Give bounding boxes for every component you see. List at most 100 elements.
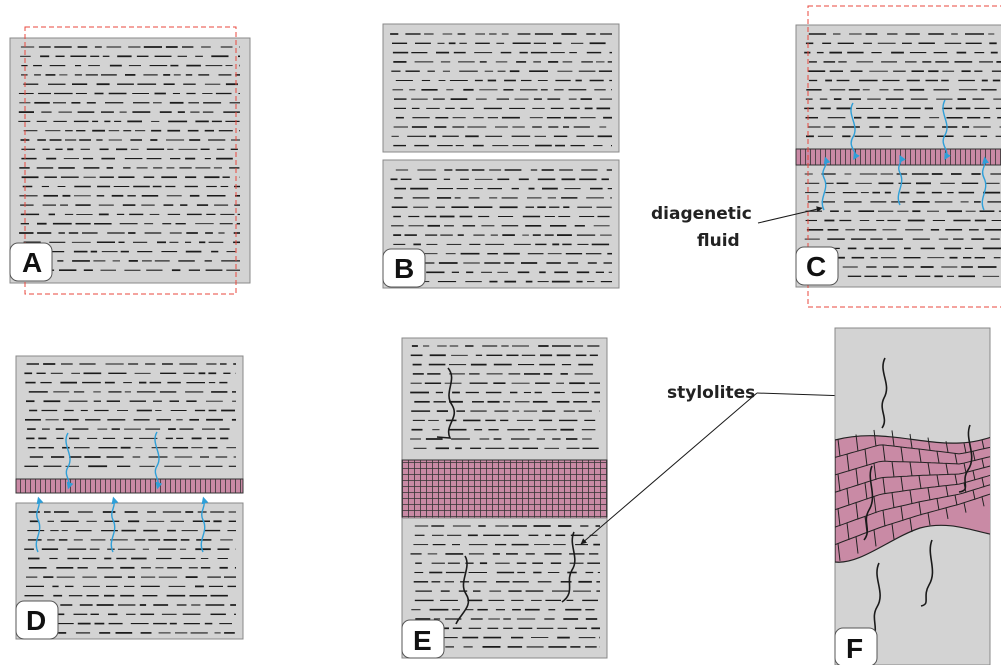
brick-joint [909, 433, 913, 449]
brick-joint [909, 517, 913, 533]
brick-joint [882, 510, 886, 527]
brick-joint [900, 446, 904, 462]
stylolite [871, 562, 881, 641]
brick-joint [972, 470, 976, 481]
stylolite [920, 539, 934, 607]
brick-joint [891, 492, 895, 509]
brick-joint [846, 454, 850, 472]
brick-row-line [835, 484, 990, 528]
panel-d: D [15, 355, 244, 640]
brick-pattern [835, 429, 993, 561]
brick-joint [900, 476, 904, 492]
brick-joint [945, 463, 949, 475]
dashed-outline [24, 26, 237, 295]
brick-joint [945, 507, 949, 519]
bedding-lines [804, 33, 1001, 138]
brick-joint [991, 447, 993, 456]
brick-joint [918, 501, 922, 516]
diagenetic-fluid-annotation: diagenetic fluid [651, 204, 823, 251]
rock-block-upper [401, 337, 608, 461]
stylolites [436, 367, 576, 625]
brick-joint [981, 496, 985, 507]
fluid-arrow [65, 432, 74, 490]
brick-joint [909, 489, 913, 505]
panel-label-d: D [15, 600, 59, 640]
brick-joint [918, 475, 922, 489]
fluid-arrows [35, 431, 209, 553]
brick-joint [927, 462, 931, 476]
fluid-arrow [35, 496, 44, 553]
brick-joint [846, 488, 850, 506]
stylolites [863, 357, 973, 641]
brick-joint [972, 450, 976, 461]
brick-row-line [835, 456, 990, 476]
brick-joint [855, 434, 859, 452]
brick-joint [991, 466, 993, 475]
cement-layer [15, 478, 244, 494]
brick-joint [855, 502, 859, 520]
bedding-lines [390, 169, 612, 283]
fluid-arrows [821, 99, 990, 211]
brick-joint [891, 523, 895, 540]
brick-joint [963, 462, 967, 473]
panel-letter: D [26, 605, 46, 636]
stylolite [436, 367, 456, 439]
stylolite [561, 531, 576, 603]
brick-joint [954, 453, 958, 464]
fluid-arrow [897, 154, 906, 206]
panel-b: B [382, 23, 620, 289]
brick-joint [927, 512, 931, 526]
panel-letter: A [22, 247, 42, 278]
annotation-arrow [580, 392, 758, 545]
brick-joint [855, 536, 859, 554]
brick-joint [945, 485, 949, 497]
brick-joint [981, 458, 985, 469]
brick-joint [837, 508, 841, 527]
fluid-arrow [821, 156, 831, 211]
annotation-text: fluid [697, 231, 740, 251]
brick-joint [954, 474, 958, 485]
fluid-arrow [942, 99, 951, 161]
stylolite [863, 465, 874, 541]
panel-letter: F [846, 633, 863, 664]
brick-joint [927, 487, 931, 501]
brick-joint [846, 522, 850, 541]
fluid-arrow [850, 102, 860, 161]
brick-joint [864, 482, 868, 500]
cement-layer [401, 459, 608, 519]
stylolites-annotation: stylolites [580, 383, 879, 545]
brick-joint [963, 443, 967, 454]
bedding-lines [410, 525, 600, 648]
fluid-arrow [981, 156, 990, 211]
brick-joint [936, 451, 940, 464]
brick-joint [891, 461, 895, 478]
brick-joint [873, 429, 877, 447]
stylolite [455, 555, 470, 625]
panel-letter: E [413, 625, 432, 656]
brick-row-line [835, 493, 990, 546]
brick-joint [882, 477, 886, 494]
brick-joint [991, 485, 993, 494]
brick-joint [837, 439, 841, 457]
fluid-arrow [154, 431, 163, 490]
brick-joint [864, 448, 868, 466]
panel-f: F [834, 327, 993, 665]
rock-block-upper [382, 23, 620, 153]
panel-label-f: F [834, 627, 878, 665]
dashed-outline [807, 5, 1001, 308]
panel-label-e: E [401, 619, 445, 659]
stylolite [881, 357, 888, 429]
brick-joint [909, 461, 913, 477]
brick-joint [981, 477, 985, 488]
brick-joint [972, 489, 976, 500]
brick-joint [927, 437, 931, 451]
brick-joint [891, 430, 895, 446]
brick-joint [873, 463, 877, 480]
brick-row-line [835, 465, 990, 493]
annotation-text: diagenetic [651, 204, 752, 224]
panel-letter: B [394, 253, 414, 284]
brick-joint [873, 529, 877, 547]
brick-joint [981, 439, 985, 450]
brick-joint [900, 506, 904, 521]
panel-a: A [9, 26, 251, 295]
